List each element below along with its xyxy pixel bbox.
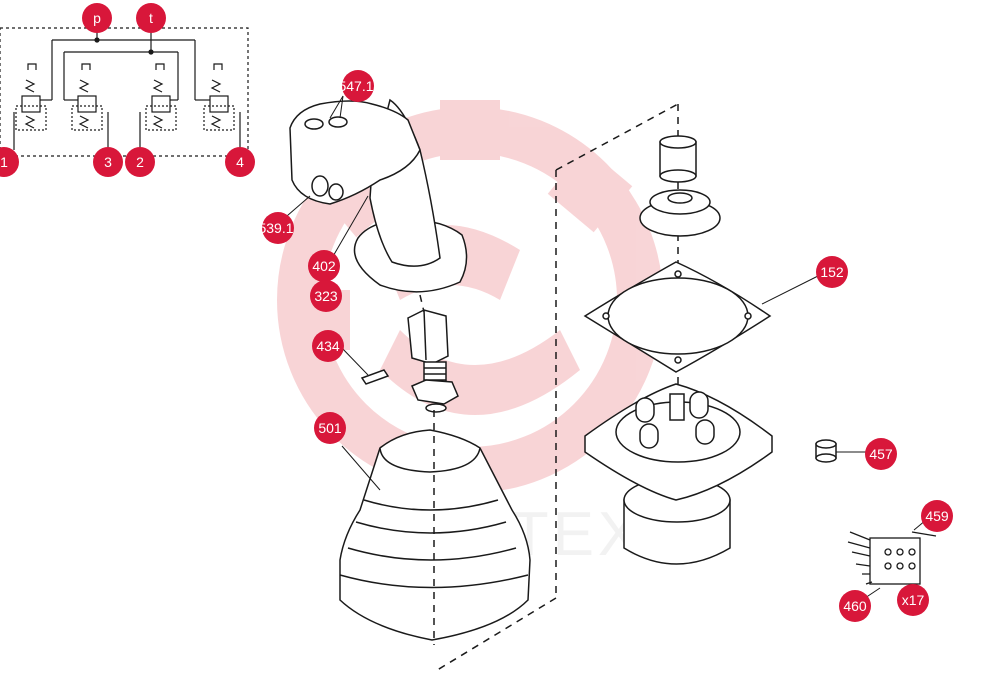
svg-text:3: 3 [104,154,112,170]
callout-459: 459 [921,500,953,532]
output-1-callout: 1 [0,147,19,177]
callout-402: 402 [308,250,340,282]
svg-text:457: 457 [869,446,893,462]
roll-pin [360,369,390,385]
svg-text:t: t [149,10,153,26]
callouts: p t 1 3 2 4 547.1 539.1 [0,3,953,622]
port-t-callout: t [136,3,166,33]
callout-434: 434 [312,330,344,362]
svg-text:547.1: 547.1 [338,78,373,94]
svg-text:460: 460 [843,598,867,614]
top-nut [659,135,697,183]
valve-body [584,383,773,565]
callout-457: 457 [865,438,897,470]
schematic-valve-2 [139,63,178,150]
callout-152: 152 [816,256,848,288]
port-p-callout: p [82,3,112,33]
svg-text:2: 2 [136,154,144,170]
assembly-frame [419,103,679,673]
rubber-boot [339,429,531,641]
svg-text:402: 402 [312,258,336,274]
svg-text:4: 4 [236,154,244,170]
svg-text:434: 434 [316,338,340,354]
callout-323: 323 [310,280,342,312]
callout-x17: x17 [897,584,929,616]
seal-cap [639,189,721,237]
svg-text:501: 501 [318,420,342,436]
adjuster-bolt [407,309,459,413]
svg-text:x17: x17 [902,592,925,608]
callout-460: 460 [839,590,871,622]
output-4-callout: 4 [225,147,255,177]
svg-text:459: 459 [925,508,949,524]
schematic-valve-1 [13,63,52,150]
svg-text:323: 323 [314,288,338,304]
svg-text:152: 152 [820,264,844,280]
output-2-callout: 2 [125,147,155,177]
callout-547: 547.1 [338,70,374,102]
svg-text:539.1: 539.1 [258,220,293,236]
small-seal [815,439,837,463]
svg-text:p: p [93,10,101,26]
svg-text:1: 1 [0,154,8,170]
callout-539: 539.1 [258,212,294,244]
schematic-valve-3 [64,63,109,150]
output-3-callout: 3 [93,147,123,177]
electrical-connector [847,531,937,585]
callout-501: 501 [314,412,346,444]
schematic-valve-4 [195,63,241,150]
joystick-grip [289,98,468,293]
hydraulic-schematic [0,22,249,157]
gasket-plate [583,261,772,373]
